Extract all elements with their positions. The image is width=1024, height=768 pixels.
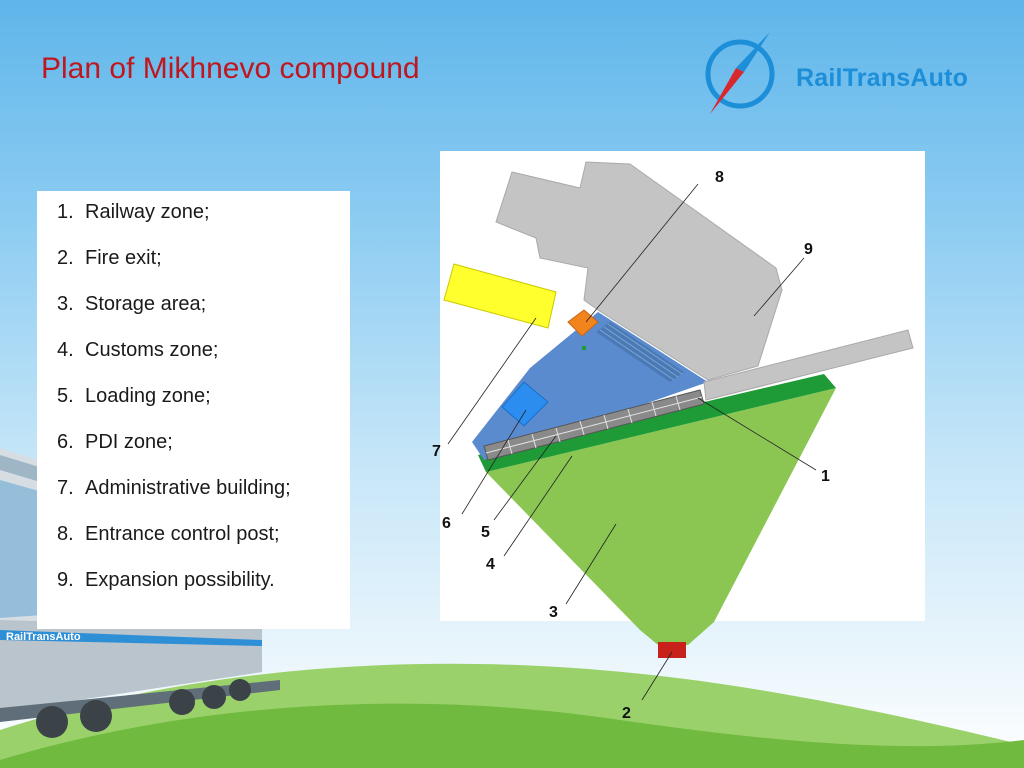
front-hill — [0, 703, 1024, 768]
fire-exit — [658, 642, 686, 658]
callout-9: 9 — [804, 241, 813, 258]
legend-item-text: Loading zone; — [85, 385, 211, 407]
legend-item-number: 2. — [57, 247, 74, 269]
brand-logo: RailTransAuto — [704, 30, 994, 118]
legend-item-text: PDI zone; — [85, 431, 173, 453]
railway-strip — [478, 374, 836, 472]
legend-item: 1. Railway zone; — [37, 197, 350, 227]
train-label: RailTransAuto — [6, 631, 81, 643]
legend-item: 3. Storage area; — [37, 289, 350, 319]
callout-7: 7 — [432, 443, 441, 460]
legend-panel: 1. Railway zone; 2. Fire exit; 3. Storage a… — [37, 191, 350, 629]
small-marker — [582, 346, 586, 350]
callout-1: 1 — [821, 468, 830, 485]
legend-item: 7. Administrative building; — [37, 473, 350, 503]
brand-name: RailTransAuto — [796, 64, 969, 92]
leader-lines — [447, 183, 817, 701]
legend-item-text: Administrative building; — [85, 477, 291, 499]
callout-8: 8 — [715, 169, 724, 186]
legend-item: 2. Fire exit; — [37, 243, 350, 273]
legend-item-text: Entrance control post; — [85, 523, 280, 545]
legend-item-number: 4. — [57, 339, 74, 361]
admin-building — [443, 263, 557, 329]
callout-6: 6 — [442, 515, 451, 532]
loading-zone-slots — [485, 395, 703, 455]
legend-item: 8. Entrance control post; — [37, 519, 350, 549]
legend-item-text: Customs zone; — [85, 339, 219, 361]
legend-item-text: Storage area; — [85, 293, 207, 315]
legend-item-number: 1. — [57, 201, 74, 223]
customs-zone-stripes — [599, 323, 683, 381]
rail-track-extension — [703, 329, 914, 401]
legend-item-number: 3. — [57, 293, 74, 315]
legend-item: 5. Loading zone; — [37, 381, 350, 411]
callout-3: 3 — [549, 604, 558, 621]
legend-item-number: 6. — [57, 431, 74, 453]
pdi-zone — [501, 381, 549, 427]
compass-icon — [705, 32, 775, 114]
legend-item: 4. Customs zone; — [37, 335, 350, 365]
legend-item-number: 5. — [57, 385, 74, 407]
page-title: Plan of Mikhnevo compound — [41, 52, 420, 85]
legend-item-text: Fire exit; — [85, 247, 162, 269]
legend-item-number: 7. — [57, 477, 74, 499]
site-plan: 8 9 7 1 6 5 4 3 2 — [432, 151, 925, 722]
legend-item-text: Railway zone; — [85, 201, 210, 223]
expansion-building — [495, 161, 783, 381]
callout-4: 4 — [486, 556, 495, 573]
legend-item-number: 9. — [57, 569, 74, 591]
storage-area — [486, 388, 836, 645]
callout-2: 2 — [622, 705, 631, 722]
legend-item-number: 8. — [57, 523, 74, 545]
legend-item-text: Expansion possibility. — [85, 569, 275, 591]
callout-5: 5 — [481, 524, 490, 541]
legend-item: 6. PDI zone; — [37, 427, 350, 457]
site-plan-diagram: 8 9 7 1 6 5 4 3 2 — [432, 161, 914, 722]
legend-item: 9. Expansion possibility. — [37, 565, 350, 595]
legend-list: 1. Railway zone; 2. Fire exit; 3. Storage a… — [37, 197, 350, 595]
